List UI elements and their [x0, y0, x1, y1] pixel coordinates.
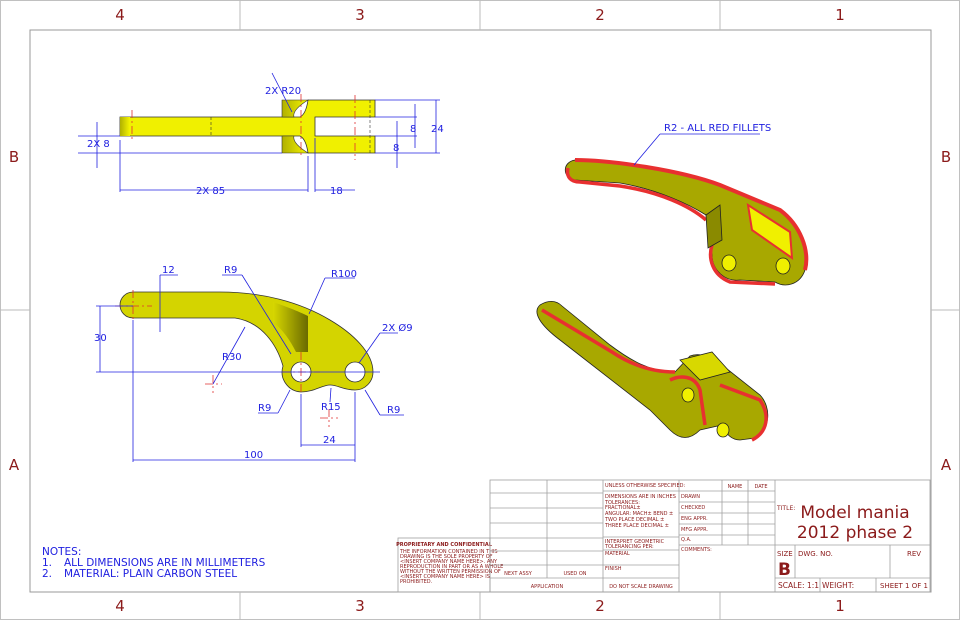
svg-text:THE INFORMATION CONTAINED IN T: THE INFORMATION CONTAINED IN THIS: [399, 549, 498, 555]
svg-text:INTERPRET GEOMETRIC: INTERPRET GEOMETRIC: [605, 539, 665, 545]
svg-text:PROPRIETARY AND CONFIDENTIAL: PROPRIETARY AND CONFIDENTIAL: [396, 542, 493, 548]
svg-text:NAME: NAME: [728, 484, 743, 490]
dim-r9-left: R9: [258, 403, 271, 414]
dim-thickness-8: 2X 8: [87, 139, 110, 150]
zone-label-left: A: [9, 456, 20, 474]
svg-text:TOLERANCING PER:: TOLERANCING PER:: [604, 544, 654, 550]
dim-slot-18: 18: [330, 186, 343, 197]
drawing-title: Model mania: [800, 503, 909, 523]
title-block: NEXT ASSY USED ON APPLICATION UNLESS OTH…: [489, 479, 931, 593]
dim-r30: R30: [222, 352, 242, 363]
svg-text:DIMENSIONS ARE IN INCHES: DIMENSIONS ARE IN INCHES: [605, 494, 676, 500]
dim-bar-width-12: 12: [162, 265, 175, 276]
svg-text:<INSERT COMPANY NAME HERE>. AN: <INSERT COMPANY NAME HERE>. ANY: [400, 559, 498, 565]
dim-slot-8: 8: [410, 124, 416, 135]
svg-text:MATERIAL: MATERIAL: [605, 551, 630, 557]
zone-label-right: B: [941, 148, 951, 166]
isometric-view-top: [564, 158, 809, 286]
dim-hole-dia-9: 2X Ø9: [382, 322, 413, 334]
dim-r9-boss: R9: [224, 265, 237, 276]
svg-text:COMMENTS:: COMMENTS:: [681, 547, 712, 553]
front-view: 12 R9 R100 30 R30 2X Ø9 R9 R15 R9 24 100: [94, 265, 413, 462]
zone-label-left: B: [9, 148, 19, 166]
svg-text:PROHIBITED.: PROHIBITED.: [400, 579, 433, 585]
top-view: 2X R20 2X 8 8 8 24 2X 85 18: [78, 72, 444, 197]
dim-hole-spacing-24: 24: [323, 435, 336, 446]
sheet-size: B: [778, 560, 791, 580]
dim-length-85: 2X 85: [196, 186, 225, 197]
svg-text:THREE PLACE DECIMAL ±: THREE PLACE DECIMAL ±: [604, 523, 669, 529]
svg-text:USED ON: USED ON: [563, 571, 586, 577]
svg-text:SIZE: SIZE: [777, 550, 793, 558]
note-number: 2.: [42, 568, 52, 580]
scale: SCALE: 1:1: [778, 581, 819, 590]
notes-heading: NOTES:: [42, 546, 81, 558]
svg-text:ANGULAR: MACH± BEND ±: ANGULAR: MACH± BEND ±: [605, 511, 673, 517]
note-number: 1.: [42, 557, 52, 569]
svg-text:<INSERT COMPANY NAME HERE> IS: <INSERT COMPANY NAME HERE> IS: [400, 574, 490, 580]
rib-shading: [273, 302, 308, 352]
zone-label-top: 1: [835, 6, 845, 24]
dim-width-24: 24: [431, 124, 444, 135]
dim-height-30: 30: [94, 333, 107, 344]
sheet-number: SHEET 1 OF 1: [880, 582, 928, 590]
svg-text:TOLERANCES:: TOLERANCES:: [604, 500, 640, 506]
svg-text:CHECKED: CHECKED: [681, 505, 705, 511]
svg-text:WITHOUT THE WRITTEN PERMISSION: WITHOUT THE WRITTEN PERMISSION OF: [400, 569, 501, 575]
weight: WEIGHT:: [822, 581, 854, 590]
svg-text:DATE: DATE: [754, 484, 767, 490]
svg-text:NEXT ASSY: NEXT ASSY: [504, 571, 533, 577]
isometric-view-bottom: [536, 300, 769, 442]
svg-text:REV: REV: [907, 550, 921, 558]
part-front-view: [119, 291, 374, 393]
notes: NOTES: 1. ALL DIMENSIONS ARE IN MILLIMET…: [42, 546, 266, 580]
zone-label-bottom: 3: [355, 597, 365, 615]
dim-length-100: 100: [244, 450, 263, 461]
svg-text:REPRODUCTION IN PART OR AS A W: REPRODUCTION IN PART OR AS A WHOLE: [400, 564, 503, 570]
svg-text:UNLESS OTHERWISE SPECIFIED:: UNLESS OTHERWISE SPECIFIED:: [605, 483, 685, 489]
note-text: MATERIAL: PLAIN CARBON STEEL: [64, 568, 237, 580]
svg-text:DRAWN: DRAWN: [681, 494, 700, 500]
svg-text:MFG APPR.: MFG APPR.: [681, 527, 708, 533]
title-label: TITLE:: [776, 505, 795, 512]
fillet-shading: [281, 99, 310, 154]
zone-label-bottom: 2: [595, 597, 605, 615]
svg-text:Q.A.: Q.A.: [681, 537, 692, 543]
fillet-callout: R2 - ALL RED FILLETS: [633, 123, 771, 166]
part-top-view: [119, 99, 376, 154]
svg-text:ENG APPR.: ENG APPR.: [681, 516, 708, 522]
dim-r9-right: R9: [387, 405, 400, 416]
svg-text:APPLICATION: APPLICATION: [531, 584, 564, 590]
note-text: ALL DIMENSIONS ARE IN MILLIMETERS: [64, 557, 266, 569]
zone-label-right: A: [941, 456, 952, 474]
fillet-note: R2 - ALL RED FILLETS: [664, 123, 771, 134]
svg-text:DWG. NO.: DWG. NO.: [798, 550, 833, 558]
svg-text:FINISH: FINISH: [605, 566, 622, 572]
dim-r100: R100: [331, 269, 357, 280]
zone-label-bottom: 1: [835, 597, 845, 615]
svg-text:FRACTIONAL±: FRACTIONAL±: [605, 505, 641, 511]
drawing-title: 2012 phase 2: [797, 523, 913, 543]
zone-label-top: 4: [115, 6, 125, 24]
end-shading: [120, 117, 130, 136]
dim-fillet-r20: 2X R20: [265, 86, 301, 97]
svg-text:DO NOT SCALE DRAWING: DO NOT SCALE DRAWING: [609, 584, 673, 590]
dim-r15: R15: [321, 402, 341, 413]
svg-text:TWO PLACE DECIMAL ±: TWO PLACE DECIMAL ±: [604, 517, 664, 523]
proprietary-block: PROPRIETARY AND CONFIDENTIAL THE INFORMA…: [396, 537, 503, 593]
dim-tine-8: 8: [393, 143, 399, 154]
zone-label-bottom: 4: [115, 597, 125, 615]
zone-label-top: 2: [595, 6, 605, 24]
zone-label-top: 3: [355, 6, 365, 24]
svg-text:DRAWING IS THE SOLE PROPERTY O: DRAWING IS THE SOLE PROPERTY OF: [400, 554, 493, 560]
